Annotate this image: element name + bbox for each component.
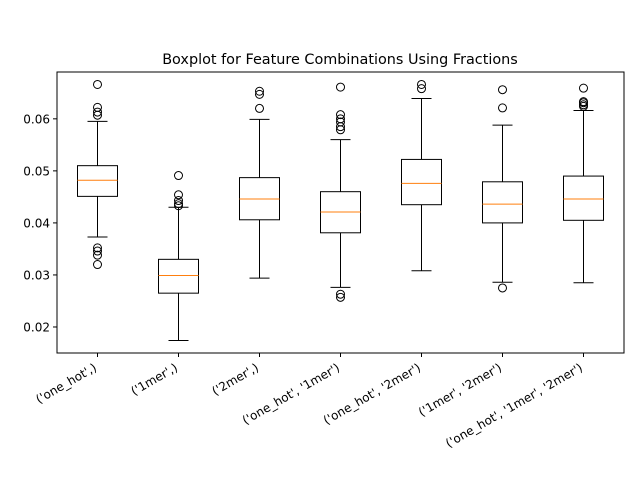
outlier-point	[93, 79, 102, 89]
y-tick-label: 0.03	[23, 268, 50, 282]
iqr-box	[563, 175, 604, 221]
outlier-point	[417, 84, 426, 94]
outlier-point	[336, 82, 345, 92]
outlier-point	[498, 103, 507, 113]
outlier-point	[336, 114, 345, 124]
y-tick-label: 0.02	[23, 320, 50, 334]
outlier-point	[336, 289, 345, 299]
outlier-point	[579, 97, 588, 107]
outlier-point	[255, 103, 264, 113]
outlier-point	[498, 85, 507, 95]
outlier-point	[579, 100, 588, 110]
outlier-point	[93, 243, 102, 253]
iqr-box	[482, 181, 523, 224]
outlier-point	[579, 83, 588, 93]
outlier-point	[336, 110, 345, 120]
outlier-point	[174, 201, 183, 211]
outlier-point	[93, 260, 102, 270]
outlier-point	[93, 102, 102, 112]
outlier-point	[93, 246, 102, 256]
axes-frame	[56, 71, 625, 354]
outlier-point	[93, 107, 102, 117]
outlier-point	[336, 292, 345, 302]
y-tick-label: 0.05	[23, 164, 50, 178]
iqr-box	[77, 165, 118, 197]
outlier-point	[174, 171, 183, 181]
outlier-point	[255, 86, 264, 96]
y-tick-label: 0.06	[23, 112, 50, 126]
iqr-box	[401, 158, 442, 206]
outlier-point	[336, 117, 345, 127]
iqr-box	[158, 258, 199, 294]
outlier-point	[255, 89, 264, 99]
y-tick-label: 0.04	[23, 216, 50, 230]
chart-title: Boxplot for Feature Combinations Using F…	[162, 52, 518, 68]
outlier-point	[93, 250, 102, 260]
outlier-point	[498, 283, 507, 293]
outlier-point	[174, 190, 183, 200]
outlier-point	[174, 196, 183, 206]
outlier-point	[417, 79, 426, 89]
outlier-point	[174, 199, 183, 209]
